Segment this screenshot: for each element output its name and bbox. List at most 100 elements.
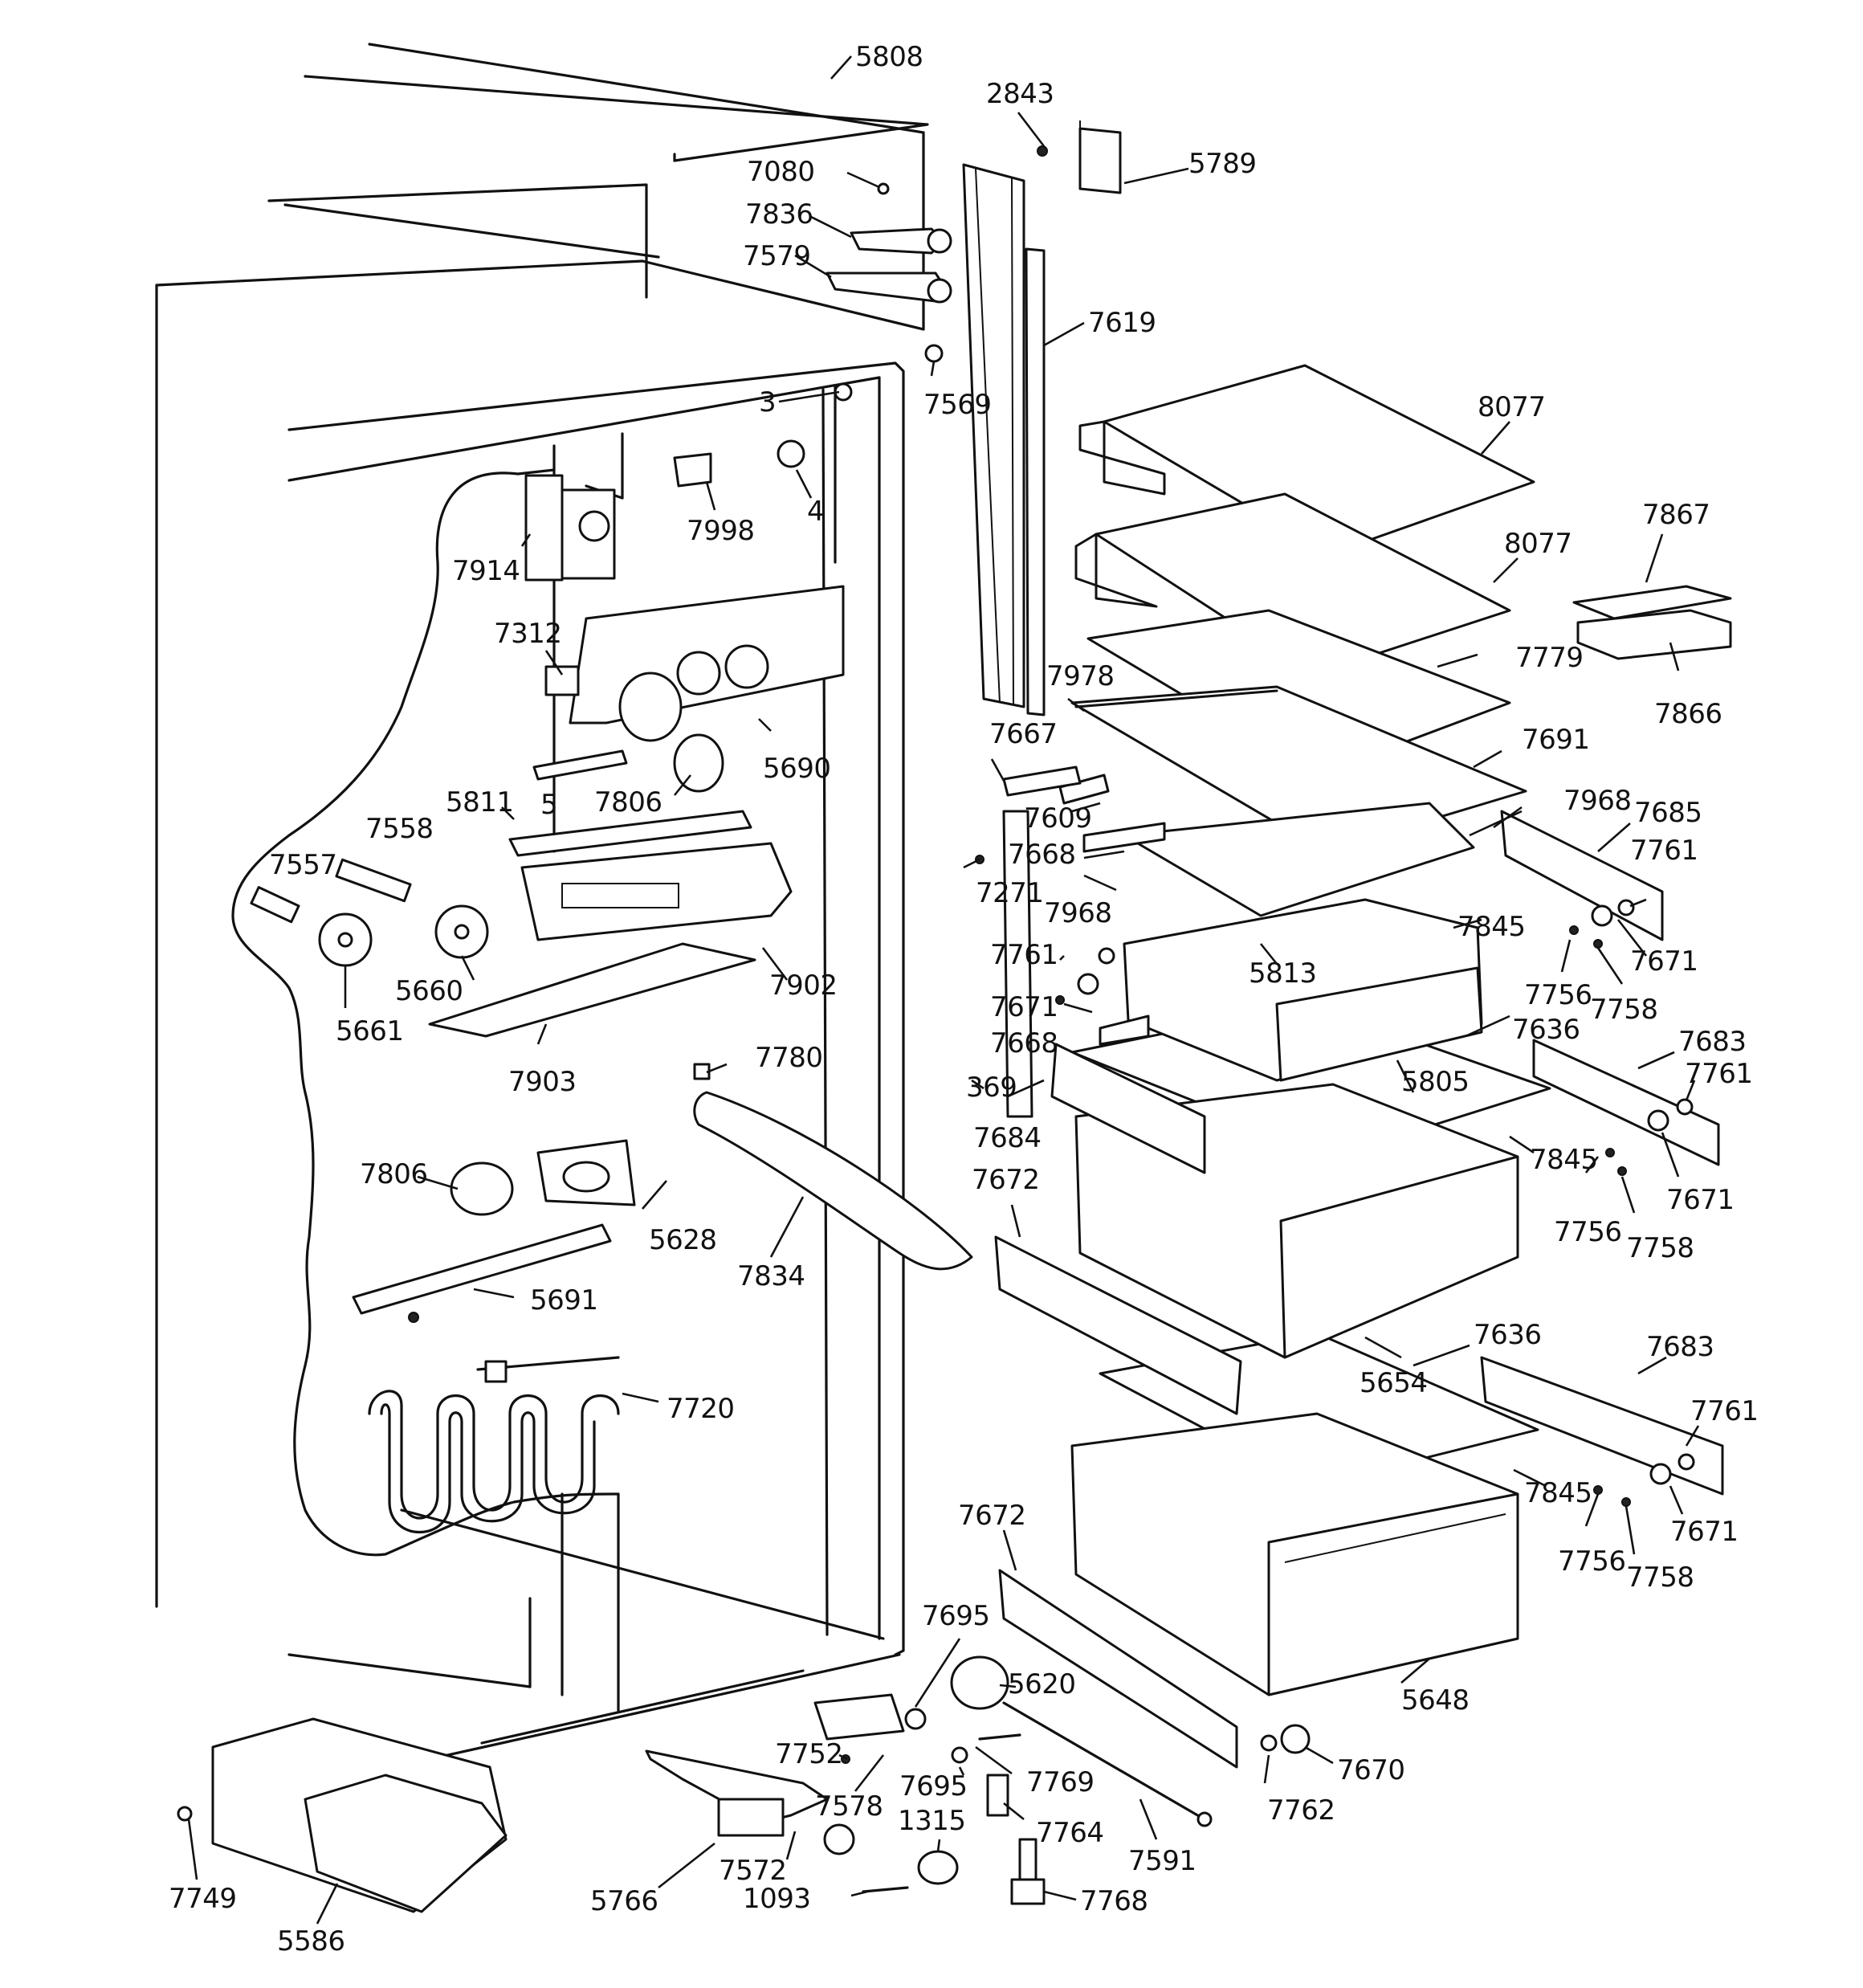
part-label-7080: 7080 [747, 156, 815, 188]
part-label-5808: 5808 [855, 41, 923, 73]
mullion-strip [962, 120, 1122, 716]
part-label-1315: 1315 [898, 1805, 966, 1837]
part-label-7762: 7762 [1267, 1794, 1335, 1827]
part-label-7758-c: 7758 [1626, 1561, 1694, 1594]
part-label-7671: 7671 [1630, 945, 1698, 978]
part-label-7914: 7914 [452, 555, 520, 587]
part-label-7569: 7569 [923, 389, 992, 421]
part-label-7769: 7769 [1026, 1766, 1095, 1798]
slide-rails [994, 765, 1724, 1769]
part-label-7558: 7558 [365, 813, 434, 845]
part-label-5660: 5660 [395, 975, 463, 1007]
part-label-7749: 7749 [169, 1883, 237, 1915]
part-label-5648: 5648 [1401, 1684, 1470, 1717]
part-label-5766: 5766 [590, 1885, 658, 1917]
part-label-7998: 7998 [687, 515, 755, 547]
part-label-7695: 7695 [922, 1600, 990, 1632]
part-label-7768: 7768 [1080, 1885, 1148, 1917]
part-label-7806-b: 7806 [360, 1158, 428, 1190]
part-label-7720: 7720 [667, 1393, 735, 1425]
part-label-8077: 8077 [1478, 391, 1546, 423]
part-label-5661: 5661 [336, 1015, 404, 1047]
part-label-7968-b: 7968 [1044, 897, 1112, 929]
butter-dish [1572, 585, 1732, 660]
part-label-7667: 7667 [989, 718, 1058, 750]
part-label-2843: 2843 [986, 78, 1054, 110]
part-label-7764: 7764 [1036, 1817, 1104, 1849]
part-label-7845: 7845 [1457, 911, 1526, 943]
part-label-7668-b: 7668 [990, 1027, 1058, 1059]
part-label-7845-c: 7845 [1524, 1477, 1592, 1509]
part-label-7670: 7670 [1337, 1754, 1405, 1786]
part-label-7761: 7761 [1630, 835, 1698, 867]
part-label-7691: 7691 [1522, 724, 1590, 756]
part-label-4: 4 [807, 496, 824, 528]
part-label-5813: 5813 [1249, 957, 1317, 990]
cabinet-body [155, 43, 929, 1793]
part-label-7572: 7572 [719, 1855, 787, 1887]
bottom-components [177, 1655, 1311, 1913]
part-label-7312: 7312 [494, 618, 562, 650]
part-label-7672: 7672 [972, 1164, 1040, 1196]
part-label-7761-c: 7761 [1685, 1058, 1753, 1090]
part-label-5789: 5789 [1188, 148, 1257, 180]
part-label-7779: 7779 [1515, 642, 1584, 674]
part-label-7756-c: 7756 [1558, 1545, 1626, 1578]
part-label-7845-b: 7845 [1530, 1144, 1598, 1176]
part-label-7671-d: 7671 [1670, 1516, 1739, 1548]
part-label-7756: 7756 [1524, 979, 1592, 1011]
part-label-369: 369 [966, 1072, 1017, 1104]
part-label-5586: 5586 [277, 1925, 345, 1957]
part-label-7672-b: 7672 [958, 1500, 1026, 1532]
part-label-7683: 7683 [1678, 1026, 1747, 1058]
part-label-5811: 5811 [446, 786, 514, 818]
part-label-7834: 7834 [737, 1260, 805, 1292]
part-label-7806: 7806 [594, 786, 662, 818]
door-hinge-top [826, 182, 952, 402]
part-label-5620: 5620 [1008, 1668, 1076, 1700]
part-label-7902: 7902 [769, 970, 838, 1002]
part-label-7978: 7978 [1046, 660, 1115, 692]
part-label-7579: 7579 [743, 240, 811, 272]
crisper-drawers [1070, 898, 1519, 1696]
part-label-7780: 7780 [755, 1042, 823, 1074]
part-label-7636: 7636 [1512, 1014, 1580, 1046]
part-label-7557: 7557 [269, 849, 337, 881]
defrost-heater [368, 1312, 620, 1534]
part-label-7591: 7591 [1128, 1845, 1196, 1877]
part-label-7761-b: 7761 [990, 939, 1058, 971]
part-label-7671-b: 7671 [990, 991, 1058, 1023]
part-label-7866: 7866 [1654, 698, 1722, 730]
part-label-7761-d: 7761 [1690, 1395, 1759, 1427]
part-label-5690: 5690 [763, 753, 831, 785]
part-label-7271: 7271 [976, 877, 1044, 909]
part-label-7683-b: 7683 [1646, 1331, 1714, 1363]
part-label-7668: 7668 [1008, 839, 1076, 871]
part-label-7578: 7578 [815, 1790, 883, 1823]
part-label-1093: 1093 [743, 1883, 811, 1915]
part-label-7903: 7903 [508, 1066, 577, 1098]
part-label-7619: 7619 [1088, 307, 1156, 339]
part-label-8077-b: 8077 [1504, 528, 1572, 560]
part-label-5654: 5654 [1360, 1367, 1428, 1399]
part-label-5: 5 [540, 789, 557, 821]
part-label-7609: 7609 [1024, 802, 1092, 835]
part-label-3: 3 [759, 386, 776, 418]
part-label-7636-b: 7636 [1474, 1319, 1542, 1351]
part-label-7836: 7836 [745, 198, 813, 231]
part-label-7752: 7752 [775, 1738, 843, 1770]
fasteners [975, 855, 1695, 1507]
part-label-7684: 7684 [973, 1122, 1042, 1154]
part-label-5628: 5628 [649, 1224, 717, 1256]
part-label-7695-b: 7695 [899, 1770, 968, 1802]
part-label-7758: 7758 [1590, 994, 1658, 1026]
part-label-7756-b: 7756 [1554, 1216, 1622, 1248]
control-components [250, 439, 973, 1315]
leader-lines [187, 55, 1700, 1925]
part-label-7758-b: 7758 [1626, 1232, 1694, 1264]
part-label-7968: 7968 [1563, 785, 1632, 817]
part-label-5805: 5805 [1401, 1066, 1470, 1098]
part-label-7867: 7867 [1642, 499, 1710, 531]
part-labels: 5808 2843 5789 7080 7836 7579 7619 7569 … [169, 41, 1759, 1957]
